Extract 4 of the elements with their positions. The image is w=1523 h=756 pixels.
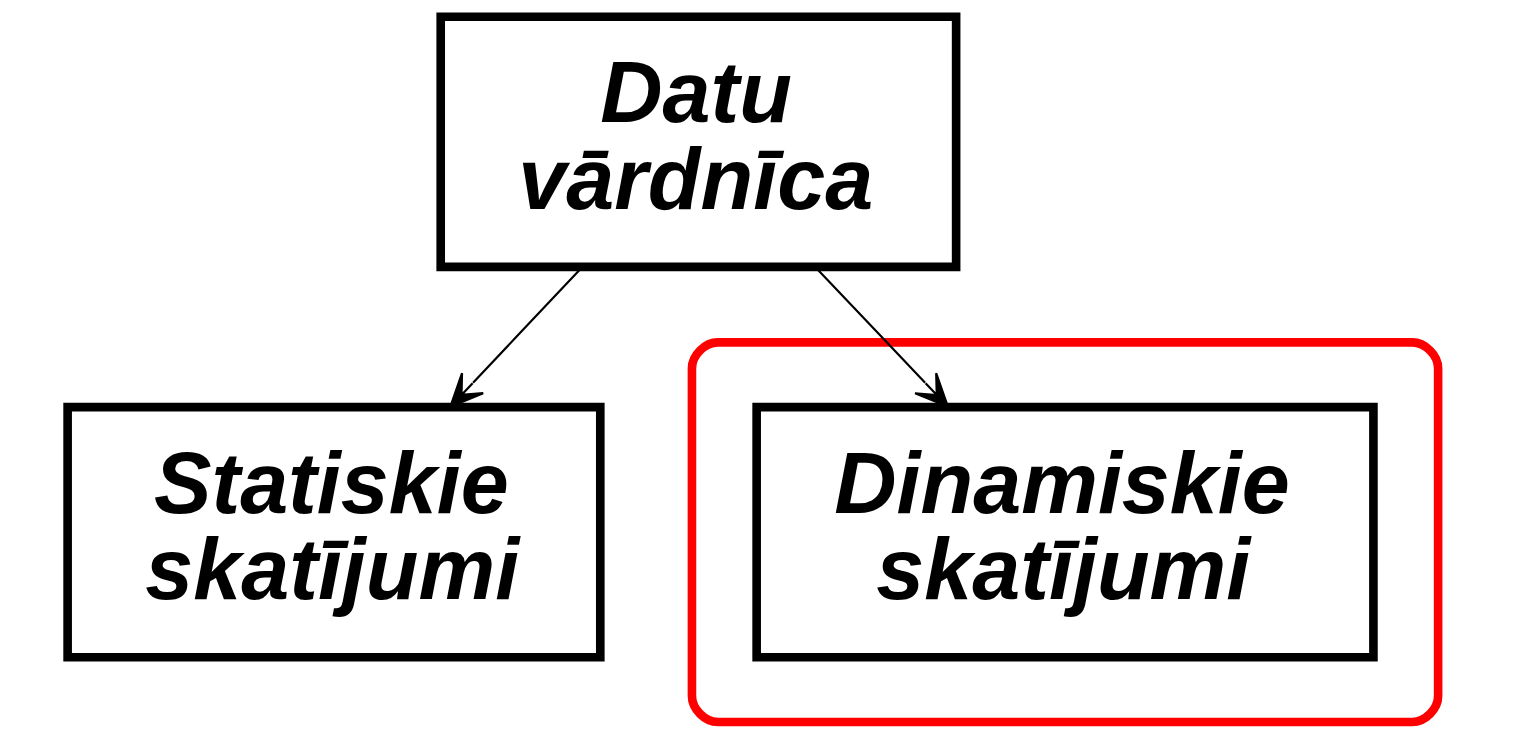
node-box: Statiskie skatījumi	[63, 402, 605, 662]
node-box: Datu vārdnīca	[436, 12, 961, 272]
node-box: Dinamiskie skatījumi	[752, 402, 1378, 662]
cluster	[687, 338, 1443, 727]
